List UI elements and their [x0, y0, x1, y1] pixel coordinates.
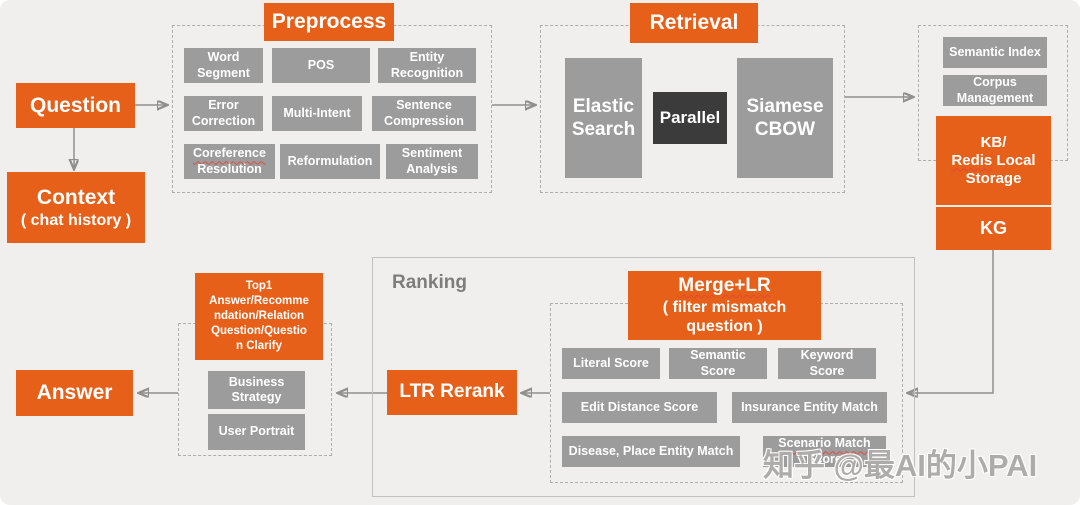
sentiment-analysis-label: Sentiment Analysis: [401, 146, 463, 176]
node-disease-place-entity-match: Disease, Place Entity Match: [562, 436, 740, 467]
corpus-management-label: Corpus Management: [956, 75, 1034, 105]
redis-word: Redis: [951, 151, 993, 169]
node-word-segment: Word Segment: [184, 48, 263, 83]
multi-intent-label: Multi-Intent: [283, 105, 351, 120]
node-pos: POS: [272, 48, 370, 83]
node-edit-distance-score: Edit Distance Score: [562, 392, 717, 423]
zhihu-watermark: 知乎 @最AI的小PAI: [763, 448, 1038, 483]
answer-node: Answer: [16, 370, 133, 416]
sentence-compression-label: Sentence Compression: [384, 98, 464, 128]
question-node: Question: [16, 83, 135, 128]
semantic-score-label: Semantic Score: [690, 348, 746, 378]
reformulation-label: Reformulation: [287, 153, 373, 168]
edit-distance-score-label: Edit Distance Score: [580, 399, 699, 414]
node-sentence-compression: Sentence Compression: [372, 96, 476, 131]
top1-line2: Answer/Recomme: [209, 294, 309, 307]
top1-line3: ndation/Relation: [213, 309, 305, 322]
disease-place-entity-match-label: Disease, Place Entity Match: [568, 443, 734, 458]
node-merge-lr: Merge+LR ( filter mismatch question ): [628, 271, 821, 340]
coreference-label: Coreference: [193, 146, 266, 161]
local-storage-words: Local Storage: [965, 151, 1036, 187]
elastic-search-label: Elastic Search: [571, 95, 636, 140]
merge-lr-title: Merge+LR: [678, 274, 771, 296]
node-error-correction: Error Correction: [184, 96, 263, 131]
scenario-score-label: Score: [807, 451, 842, 466]
error-correction-label: Error Correction: [191, 98, 256, 128]
node-scenario-match: Scenario Match Score: [763, 436, 886, 467]
node-semantic-index: Semantic Index: [943, 37, 1047, 68]
kg-label: KG: [980, 217, 1007, 238]
merge-lr-sub2: question ): [686, 317, 763, 335]
keyword-score-label: Keyword Score: [800, 348, 854, 378]
context-subtitle: ( chat history ): [20, 211, 132, 229]
literal-score-label: Literal Score: [573, 355, 649, 370]
entity-recognition-label: Entity Recognition: [390, 50, 464, 80]
retrieval-title-node: Retrieval: [630, 3, 758, 43]
top1-line5: n Clarify: [235, 340, 282, 353]
ranking-container-border: [372, 257, 915, 497]
node-semantic-score: Semantic Score: [669, 348, 767, 379]
node-kb-redis-storage: KB/ Redis Local Storage: [936, 116, 1051, 205]
word-segment-label: Word Segment: [197, 50, 250, 80]
merge-lr-sub1: ( filter mismatch: [662, 298, 787, 316]
node-kg: KG: [936, 207, 1051, 250]
user-portrait-label: User Portrait: [218, 424, 295, 439]
node-elastic-search: Elastic Search: [565, 58, 642, 178]
resolution-label: Resolution: [197, 161, 262, 176]
node-ltr-rerank: LTR Rerank: [387, 370, 517, 415]
node-business-strategy: Business Strategy: [208, 371, 305, 409]
node-reformulation: Reformulation: [280, 144, 380, 179]
node-siamese-cbow: Siamese CBOW: [737, 58, 833, 178]
parallel-label: Parallel: [659, 107, 721, 127]
node-sentiment-analysis: Sentiment Analysis: [386, 144, 478, 179]
siamese-cbow-label: Siamese CBOW: [746, 95, 824, 140]
node-coreference-resolution: Coreference Resolution: [184, 144, 275, 179]
node-keyword-score: Keyword Score: [778, 348, 876, 379]
arrow-kg-to-ranking: [909, 250, 994, 393]
preprocess-title-node: Preprocess: [264, 3, 394, 41]
retrieval-title: Retrieval: [649, 11, 739, 35]
kb-label: KB/: [980, 133, 1007, 151]
context-title: Context: [36, 186, 116, 210]
redis-local-storage-label: Redis Local Storage: [942, 152, 1045, 188]
top1-line4: Question/Questio: [211, 325, 307, 338]
pos-label: POS: [307, 57, 335, 72]
insurance-entity-match-label: Insurance Entity Match: [741, 399, 878, 414]
node-top1-answer: Top1 Answer/Recomme ndation/Relation Que…: [195, 273, 323, 360]
node-multi-intent: Multi-Intent: [272, 96, 362, 131]
node-entity-recognition: Entity Recognition: [378, 48, 476, 83]
node-user-portrait: User Portrait: [208, 414, 305, 450]
question-label: Question: [29, 93, 121, 117]
ltr-rerank-label: LTR Rerank: [399, 381, 505, 403]
top1-line1: Top1: [245, 279, 273, 292]
node-parallel: Parallel: [653, 92, 727, 144]
node-insurance-entity-match: Insurance Entity Match: [732, 392, 887, 423]
business-strategy-label: Business Strategy: [228, 374, 285, 404]
node-literal-score: Literal Score: [562, 348, 660, 379]
scenario-match-label: Scenario Match: [778, 436, 871, 451]
semantic-index-label: Semantic Index: [949, 44, 1041, 59]
node-corpus-management: Corpus Management: [943, 75, 1047, 106]
answer-label: Answer: [36, 381, 113, 405]
preprocess-title: Preprocess: [271, 10, 387, 34]
ranking-title: Ranking: [392, 272, 467, 293]
context-node: Context ( chat history ): [7, 172, 145, 243]
